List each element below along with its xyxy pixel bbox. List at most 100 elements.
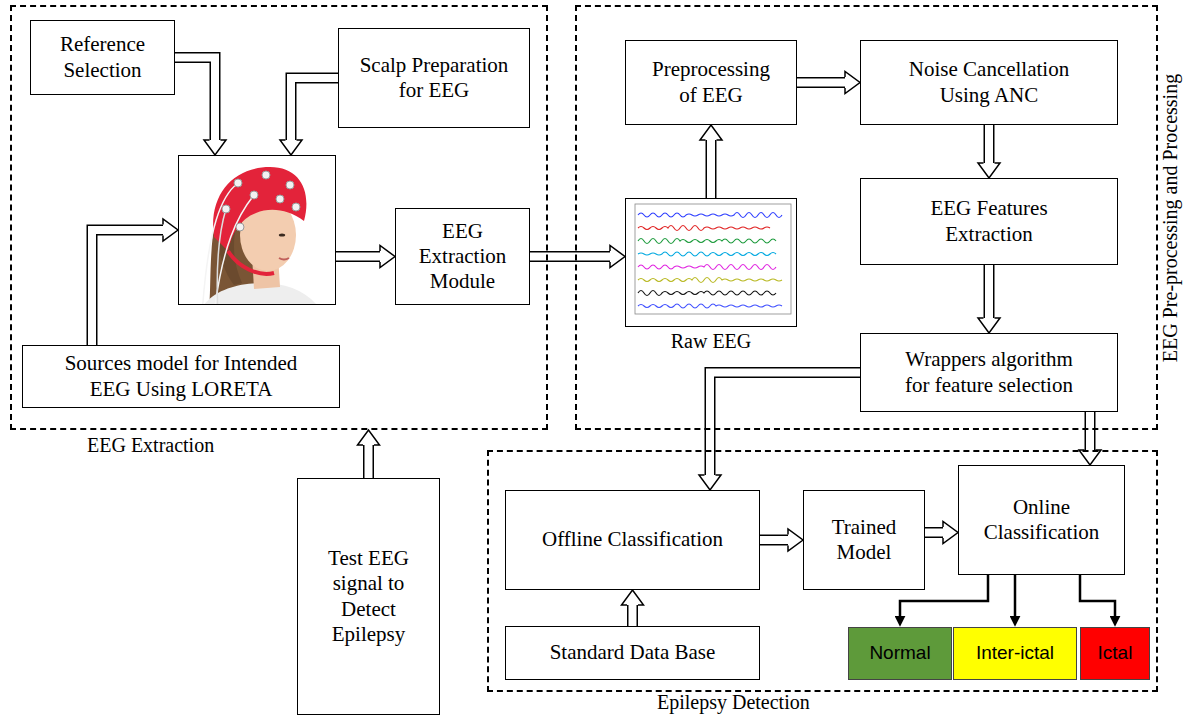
arrow-shaft	[985, 265, 993, 318]
block-arrow	[797, 72, 860, 94]
arrow-shaft	[629, 605, 637, 626]
eeg-trace	[638, 213, 782, 218]
block-arrow	[530, 246, 625, 268]
label-holder: EEG Pre-processing and Processing	[1159, 73, 1182, 361]
box-label: Noise Cancellation Using ANC	[891, 57, 1087, 107]
image-frame	[178, 155, 336, 305]
arrow-line	[1015, 575, 1016, 618]
box-text: Scalp Preparation for EEG	[353, 53, 515, 103]
process-box: Preprocessing of EEG	[625, 40, 797, 125]
group-region: Epilepsy DetectionOffline Classification…	[487, 450, 1158, 692]
electrode	[286, 181, 294, 189]
arrowhead	[622, 590, 644, 605]
block-arrow	[978, 125, 1000, 178]
arrow-shaft-outline	[984, 265, 995, 318]
label-holder: Raw EEG	[626, 330, 796, 353]
process-box: EEG Features Extraction	[860, 178, 1118, 265]
arrow-shaft-outline	[984, 125, 995, 163]
arrow-shaft	[365, 445, 373, 478]
arrow-shaft	[710, 373, 860, 476]
label-holder: EEG Extraction	[87, 434, 214, 457]
group-region: EEG Pre-processing and ProcessingRaw EEG…	[575, 5, 1158, 430]
arrow-shaft-outline	[1085, 412, 1096, 450]
process-box: Sources model for Intended EEG Using LOR…	[22, 345, 340, 408]
box-label: EEG Features Extraction	[901, 196, 1077, 246]
arrow-shaft	[92, 230, 163, 345]
eeg-cap-illustration	[178, 155, 336, 315]
box-text: Sources model for Intended EEG Using LOR…	[53, 351, 309, 401]
electrode-cable	[217, 209, 226, 304]
arrow-line	[1014, 575, 1017, 618]
class-label: Normal	[853, 642, 947, 665]
arrow-shaft	[760, 536, 788, 544]
arrowhead	[1079, 450, 1101, 465]
block-arrow	[700, 125, 722, 198]
arrow-shaft	[925, 529, 943, 537]
block-arrow	[1079, 412, 1101, 465]
image-frame: Raw EEG	[625, 198, 797, 327]
arrowhead	[978, 318, 1000, 333]
arrowhead	[280, 140, 302, 155]
box-text: Standard Data Base	[514, 640, 751, 665]
block-arrow	[92, 219, 178, 345]
group-label: Epilepsy Detection	[657, 691, 810, 714]
box-text: Trained Model	[810, 515, 918, 565]
group-label: EEG Pre-processing and Processing	[1159, 73, 1182, 361]
block-arrow	[978, 265, 1000, 333]
arrow-shaft-outline	[530, 251, 610, 262]
box-text: Reference Selection	[39, 32, 166, 82]
box-label: EEG Extraction Module	[404, 219, 521, 295]
arrow-shaft	[797, 79, 845, 87]
arrow-shaft-outline	[291, 78, 338, 140]
eeg-cap-illustration	[179, 156, 335, 304]
arrowhead	[380, 246, 395, 268]
eeg-trace	[638, 265, 776, 270]
chin-strap	[228, 251, 274, 274]
box-text: Normal	[853, 642, 947, 665]
arrow-shaft-outline	[363, 445, 374, 478]
box-label: Online Classification	[967, 495, 1116, 545]
arrow-shaft	[336, 253, 380, 261]
arrowhead	[358, 430, 380, 445]
process-box: Trained Model	[803, 490, 925, 590]
process-box: Reference Selection	[30, 20, 175, 95]
electrode	[234, 179, 242, 187]
block-arrow	[358, 430, 380, 478]
box-label: Sources model for Intended EEG Using LOR…	[53, 351, 309, 401]
box-label: Wrappers algorithm for feature selection	[891, 347, 1087, 397]
arrowhead	[700, 125, 722, 140]
eeg-trace	[638, 252, 776, 256]
arrowhead	[610, 246, 625, 268]
arrow-shaft	[707, 140, 715, 198]
plot-axes	[635, 204, 791, 314]
box-label: Preprocessing of EEG	[646, 57, 776, 107]
eeg-trace	[638, 226, 770, 231]
arrowhead	[978, 163, 1000, 178]
box-text: Wrappers algorithm for feature selection	[891, 347, 1087, 397]
electrode	[222, 205, 230, 213]
process-box: EEG Extraction Module	[395, 208, 530, 305]
block-arrow	[925, 522, 958, 544]
arrow-shaft-outline	[797, 77, 845, 88]
electrode-cable	[202, 183, 238, 304]
electrode	[262, 171, 270, 179]
arrow-shaft	[175, 58, 215, 141]
class-label-box: Ictal	[1080, 627, 1150, 680]
box-text: Offline Classification	[514, 527, 751, 552]
arrow-shaft-outline	[760, 535, 788, 546]
arrowhead	[204, 140, 226, 155]
block-arrow	[175, 58, 226, 156]
class-label-box: Inter-ictal	[953, 627, 1077, 680]
electrode	[236, 223, 244, 231]
eeg-traces	[638, 213, 782, 309]
process-box: Online Classification	[958, 465, 1125, 575]
arrowhead	[788, 529, 803, 551]
class-label: Inter-ictal	[958, 642, 1072, 665]
raw-eeg-plot	[635, 204, 791, 314]
eye	[279, 233, 285, 236]
arrow-shaft-outline	[925, 527, 943, 538]
arrow-line	[1080, 575, 1115, 618]
arrow-shaft	[1086, 412, 1094, 450]
arrow-shaft-outline	[627, 605, 638, 626]
arrow-shaft-outline	[336, 251, 380, 262]
